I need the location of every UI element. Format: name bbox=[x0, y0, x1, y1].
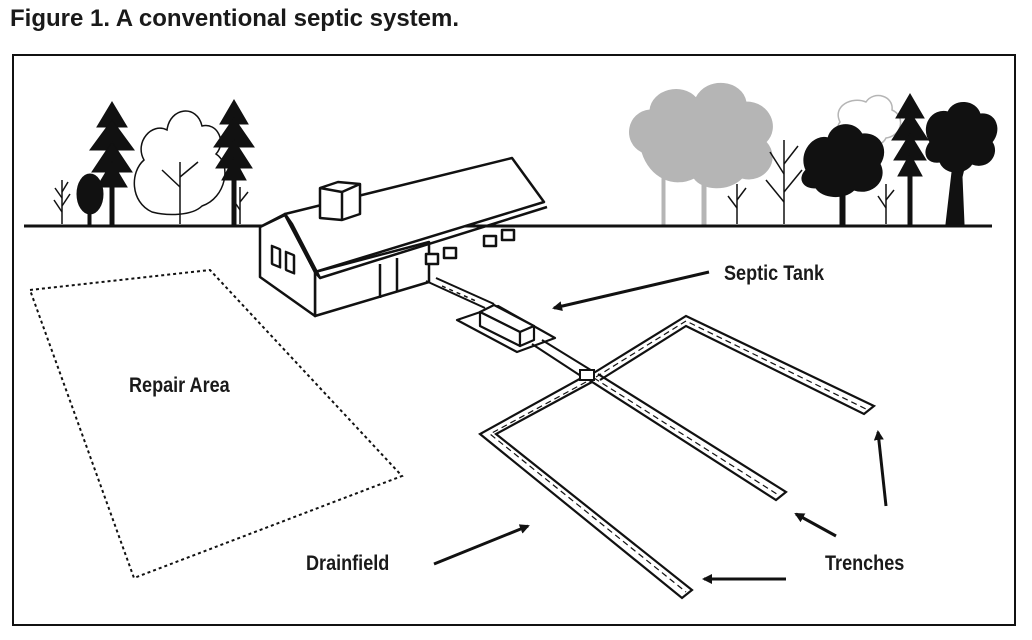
house-window bbox=[424, 252, 440, 266]
right-tree-group bbox=[727, 93, 998, 225]
pine-tree bbox=[89, 101, 135, 225]
sewer-pipe bbox=[425, 277, 495, 309]
arrow-drainfield bbox=[433, 524, 530, 566]
figure-caption: Figure 1. A conventional septic system. bbox=[10, 5, 460, 32]
outline-tree bbox=[133, 110, 226, 224]
faded-trees bbox=[629, 83, 902, 225]
bare-tree bbox=[765, 140, 803, 224]
label-drainfield: Drainfield bbox=[306, 552, 390, 575]
arrow-trench-3 bbox=[873, 430, 888, 507]
left-tree-group bbox=[53, 99, 255, 225]
chimney bbox=[318, 180, 362, 222]
oak-tree bbox=[925, 102, 998, 225]
arrow-trench-2 bbox=[794, 512, 837, 538]
septic-tank bbox=[455, 303, 557, 354]
pine-tree bbox=[213, 99, 255, 225]
trench-system bbox=[478, 314, 877, 600]
label-septic-tank: Septic Tank bbox=[724, 262, 825, 285]
house-window bbox=[500, 228, 516, 242]
bare-tree bbox=[231, 187, 249, 224]
house bbox=[258, 156, 548, 318]
trench-middle bbox=[585, 373, 788, 502]
tank-side bbox=[518, 324, 536, 348]
septic-diagram bbox=[24, 83, 998, 600]
small-dark-tree bbox=[76, 173, 104, 225]
label-trenches: Trenches bbox=[825, 552, 905, 575]
arrows bbox=[433, 270, 888, 584]
pine-tree bbox=[891, 93, 929, 225]
bare-tree bbox=[727, 184, 747, 224]
trench-left bbox=[478, 375, 694, 600]
repair-area-boundary bbox=[28, 268, 404, 580]
outlet-pipe bbox=[531, 339, 595, 379]
house-window bbox=[284, 250, 296, 275]
house-window bbox=[442, 246, 458, 260]
bare-tree bbox=[877, 184, 895, 224]
house-window bbox=[482, 234, 498, 248]
house-window bbox=[270, 244, 282, 269]
round-dark-tree bbox=[801, 124, 885, 225]
diagram-frame: Septic Tank Repair Area Drainfield Trenc… bbox=[12, 54, 1016, 626]
arrow-septic-tank bbox=[552, 270, 710, 312]
trench-right bbox=[591, 314, 877, 416]
distribution-box bbox=[579, 369, 595, 381]
label-repair-area: Repair Area bbox=[129, 374, 230, 397]
bare-tree bbox=[53, 180, 71, 224]
